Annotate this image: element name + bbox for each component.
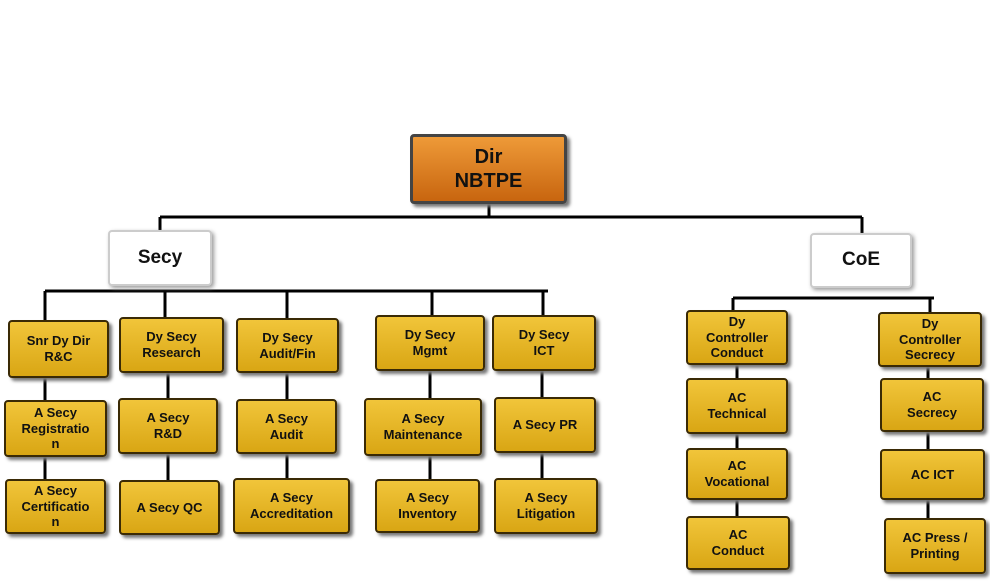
node-a-secy-maintenance: A Secy Maintenance	[364, 398, 482, 456]
node-a-secy-certification: A Secy Certificatio n	[5, 479, 106, 534]
node-a-secy-pr: A Secy PR	[494, 397, 596, 453]
node-dir-nbtpe: Dir NBTPE	[410, 134, 567, 204]
node-dy-secy-mgmt: Dy Secy Mgmt	[375, 315, 485, 371]
node-ac-vocational: AC Vocational	[686, 448, 788, 500]
node-a-secy-litigation: A Secy Litigation	[494, 478, 598, 534]
node-a-secy-qc: A Secy QC	[119, 480, 220, 535]
node-snr-dy-dir-rc: Snr Dy Dir R&C	[8, 320, 109, 378]
node-ac-press-printing: AC Press / Printing	[884, 518, 986, 574]
node-ac-conduct: AC Conduct	[686, 516, 790, 570]
node-ac-ict: AC ICT	[880, 449, 985, 500]
node-a-secy-audit: A Secy Audit	[236, 399, 337, 454]
node-dy-secy-research: Dy Secy Research	[119, 317, 224, 373]
node-a-secy-inventory: A Secy Inventory	[375, 479, 480, 533]
node-coe: CoE	[810, 233, 912, 288]
node-a-secy-registration: A Secy Registratio n	[4, 400, 107, 457]
node-dy-secy-audit-fin: Dy Secy Audit/Fin	[236, 318, 339, 373]
node-ac-technical: AC Technical	[686, 378, 788, 434]
node-a-secy-accreditation: A Secy Accreditation	[233, 478, 350, 534]
node-secy: Secy	[108, 230, 212, 286]
node-dy-secy-ict: Dy Secy ICT	[492, 315, 596, 371]
node-dy-controller-conduct: Dy Controller Conduct	[686, 310, 788, 365]
node-a-secy-rd: A Secy R&D	[118, 398, 218, 454]
node-ac-secrecy: AC Secrecy	[880, 378, 984, 432]
node-dy-controller-secrecy: Dy Controller Secrecy	[878, 312, 982, 367]
